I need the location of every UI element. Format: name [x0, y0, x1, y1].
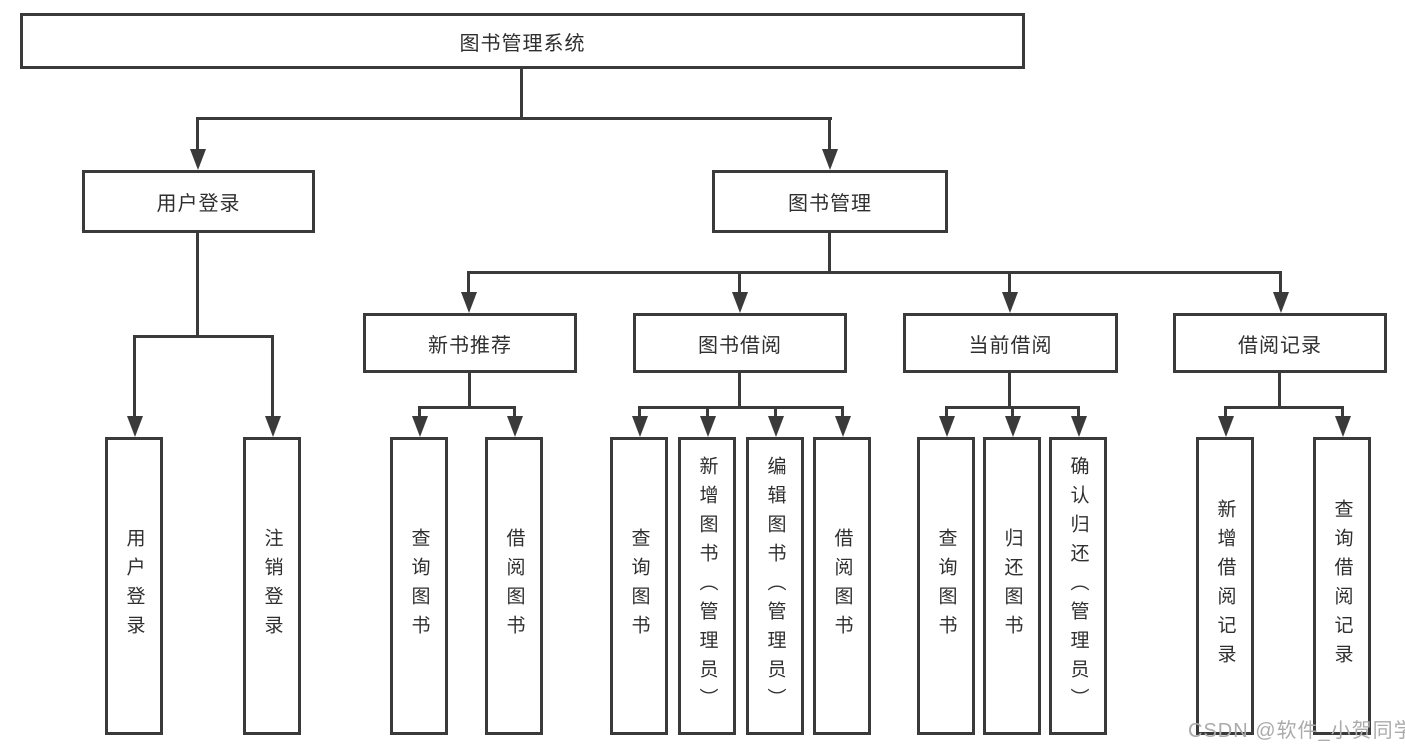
- connector-borrowing-stem: [738, 371, 741, 408]
- node-book-management-label: 图书管理: [788, 193, 872, 215]
- leaf-recommend-borrow-books: 借阅图书: [485, 437, 543, 735]
- node-book-borrowing: 图书借阅: [633, 313, 847, 373]
- connector-borrowing-branch: [638, 406, 844, 409]
- connector-recommend-stem: [468, 371, 471, 408]
- arrow-to-add-book-admin: [706, 406, 709, 416]
- leaf-edit-book-admin-label: 编辑图书（管理员）: [764, 455, 786, 717]
- node-new-book-recommend: 新书推荐: [363, 313, 577, 373]
- node-user-login: 用户登录: [82, 170, 315, 233]
- node-borrowing-records: 借阅记录: [1173, 313, 1387, 373]
- connector-records-branch: [1224, 406, 1344, 409]
- arrow-to-recommend-query-books: [418, 406, 421, 416]
- arrow-to-current-borrowing: [1008, 271, 1011, 292]
- arrow-to-book-management: [828, 117, 831, 149]
- leaf-current-query-books-label: 查询图书: [935, 528, 957, 644]
- leaf-return-books-label: 归还图书: [1001, 528, 1023, 644]
- connector-recommend-branch: [418, 406, 516, 409]
- leaf-recommend-query-books-label: 查询图书: [408, 528, 430, 644]
- leaf-borrowing-query-books-label: 查询图书: [628, 528, 650, 644]
- connector-book-management-stem: [828, 231, 831, 273]
- csdn-watermark: CSDN @软件_小贺同学: [1188, 720, 1405, 742]
- arrow-to-leaf-user-login: [133, 335, 136, 416]
- leaf-logout-label: 注销登录: [261, 528, 283, 644]
- leaf-recommend-borrow-books-label: 借阅图书: [503, 528, 525, 644]
- node-current-borrowing-label: 当前借阅: [968, 334, 1053, 357]
- node-root-label: 图书管理系统: [459, 32, 586, 55]
- arrow-to-book-borrowing: [738, 271, 741, 292]
- connector-level1-branch: [196, 117, 832, 120]
- leaf-borrowing-borrow-books: 借阅图书: [813, 437, 871, 735]
- leaf-query-borrow-record: 查询借阅记录: [1313, 437, 1371, 735]
- leaf-borrowing-borrow-books-label: 借阅图书: [831, 528, 853, 644]
- arrow-to-confirm-return-admin: [1077, 406, 1080, 416]
- leaf-add-book-admin-label: 新增图书（管理员）: [696, 455, 718, 717]
- leaf-recommend-query-books: 查询图书: [390, 437, 448, 735]
- connector-records-stem: [1278, 371, 1281, 408]
- node-book-borrowing-label: 图书借阅: [698, 334, 782, 357]
- connector-root-stem: [520, 68, 523, 119]
- arrow-to-query-borrow-record: [1341, 406, 1344, 416]
- node-current-borrowing: 当前借阅: [903, 313, 1118, 373]
- arrow-to-borrowing-borrow-books: [841, 406, 844, 416]
- arrow-to-add-borrow-record: [1224, 406, 1227, 416]
- leaf-borrowing-query-books: 查询图书: [610, 437, 668, 735]
- leaf-logout: 注销登录: [243, 437, 301, 735]
- node-root-library-management-system: 图书管理系统: [20, 13, 1025, 69]
- connector-user-login-stem: [196, 231, 199, 337]
- node-borrowing-records-label: 借阅记录: [1238, 334, 1322, 357]
- node-user-login-label: 用户登录: [156, 193, 241, 215]
- leaf-user-login: 用户登录: [105, 437, 163, 735]
- node-book-management: 图书管理: [712, 170, 948, 233]
- arrow-to-borrowing-records: [1279, 271, 1282, 292]
- leaf-add-book-admin: 新增图书（管理员）: [678, 437, 736, 735]
- arrow-to-return-books: [1011, 406, 1014, 416]
- leaf-current-query-books: 查询图书: [917, 437, 975, 735]
- arrow-to-recommend-borrow-books: [513, 406, 516, 416]
- leaf-return-books: 归还图书: [983, 437, 1041, 735]
- node-new-book-recommend-label: 新书推荐: [428, 334, 512, 357]
- leaf-add-borrow-record: 新增借阅记录: [1196, 437, 1254, 735]
- leaf-query-borrow-record-label: 查询借阅记录: [1331, 499, 1353, 673]
- leaf-add-borrow-record-label: 新增借阅记录: [1214, 499, 1236, 673]
- connector-current-stem: [1008, 371, 1011, 408]
- leaf-confirm-return-admin: 确认归还（管理员）: [1049, 437, 1107, 735]
- arrow-to-edit-book-admin: [774, 406, 777, 416]
- arrow-to-leaf-logout: [271, 335, 274, 416]
- connector-user-login-branch: [133, 335, 274, 338]
- arrow-to-new-book-recommend: [467, 271, 470, 292]
- leaf-user-login-label: 用户登录: [123, 528, 145, 644]
- leaf-edit-book-admin: 编辑图书（管理员）: [746, 437, 804, 735]
- arrow-to-user-login: [196, 117, 199, 149]
- arrow-to-current-query-books: [945, 406, 948, 416]
- arrow-to-borrowing-query-books: [638, 406, 641, 416]
- leaf-confirm-return-admin-label: 确认归还（管理员）: [1067, 455, 1089, 717]
- connector-book-management-branch: [467, 271, 1282, 274]
